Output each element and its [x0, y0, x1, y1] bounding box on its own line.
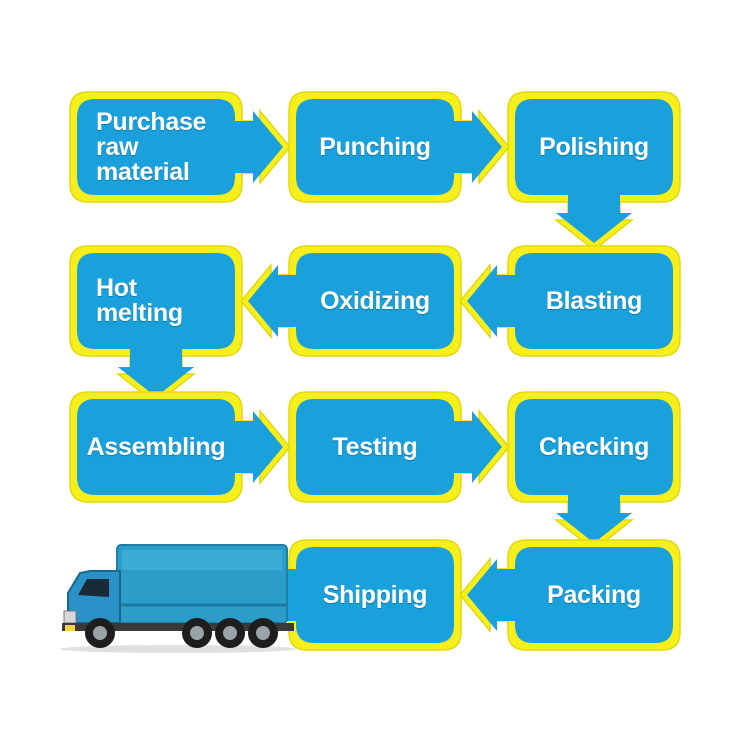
delivery-truck-icon [60, 544, 296, 653]
step-box-blasting [459, 245, 681, 357]
step-fill-packing [467, 547, 673, 643]
step-fill-oxidizing [248, 253, 454, 349]
step-box-testing [288, 391, 510, 503]
step-box-checking [507, 391, 681, 551]
step-fill-polishing [515, 99, 673, 243]
step-fill-blasting [467, 253, 673, 349]
step-box-shipping [240, 539, 462, 651]
step-box-packing [459, 539, 681, 651]
step-box-purchase-raw-material [69, 91, 291, 203]
step-box-polishing [507, 91, 681, 251]
step-fill-assembling [77, 399, 283, 495]
step-box-hot-melting [69, 245, 243, 405]
step-box-oxidizing [240, 245, 462, 357]
step-box-punching [288, 91, 510, 203]
step-fill-punching [296, 99, 502, 195]
step-fill-shipping [248, 547, 454, 643]
step-fill-checking [515, 399, 673, 543]
step-fill-testing [296, 399, 502, 495]
step-box-assembling [69, 391, 291, 503]
step-fill-purchase-raw-material [77, 99, 283, 195]
step-fill-hot-melting [77, 253, 235, 397]
